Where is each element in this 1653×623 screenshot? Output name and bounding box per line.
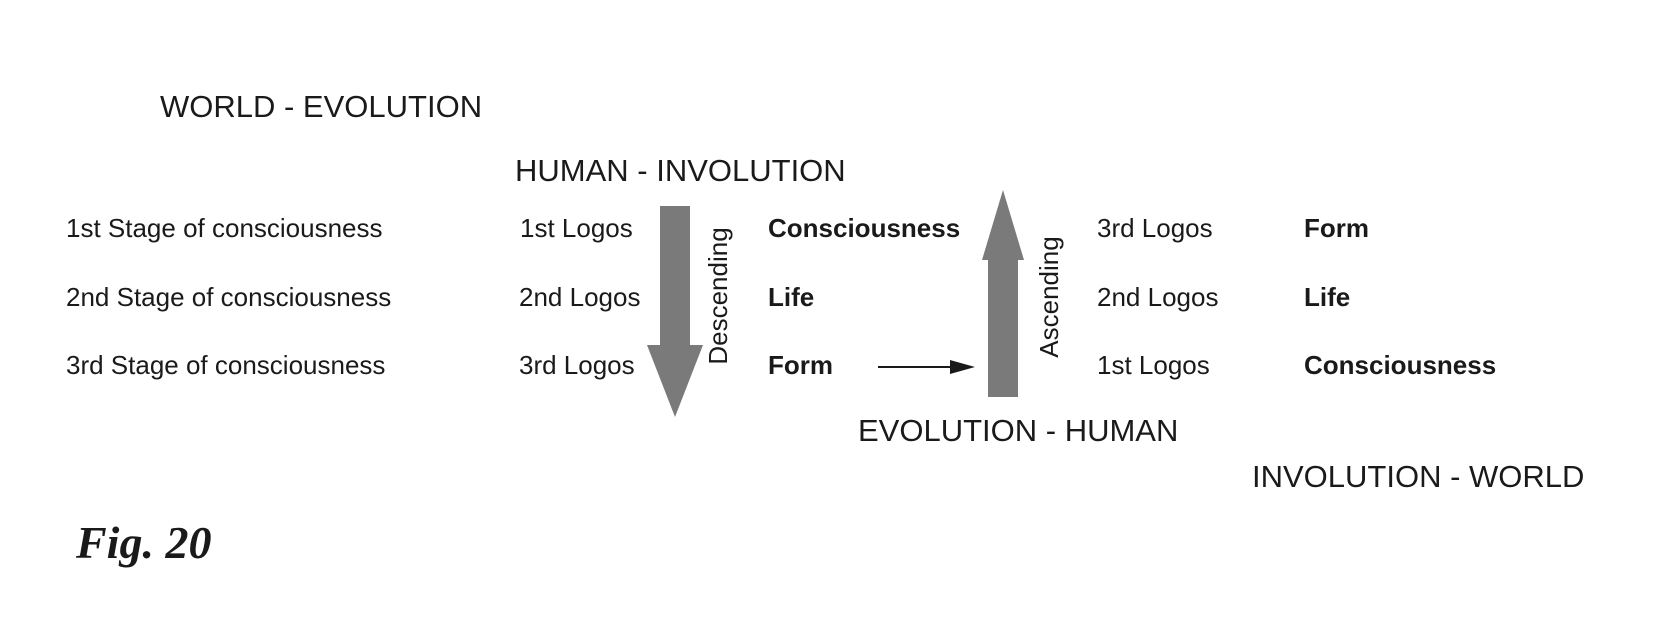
heading-human-involution: HUMAN - INVOLUTION	[515, 153, 846, 188]
descending-aspect: Life	[768, 282, 815, 312]
heading-involution-world: INVOLUTION - WORLD	[1252, 459, 1585, 494]
ascending-aspect: Consciousness	[1304, 350, 1497, 380]
descending-arrow	[647, 206, 703, 417]
ascending-aspect: Form	[1304, 213, 1369, 243]
descending-aspect: Consciousness	[768, 213, 961, 243]
heading-evolution-human: EVOLUTION - HUMAN	[858, 413, 1179, 448]
stage-label: 1st Stage of consciousness	[66, 213, 383, 243]
descending-aspect: Form	[768, 350, 833, 380]
descending-logos-label: 2nd Logos	[519, 282, 641, 312]
connector-arrow	[878, 360, 975, 374]
ascending-logos-label: 1st Logos	[1097, 350, 1210, 380]
ascending-aspect: Life	[1304, 282, 1351, 312]
ascending-arrow	[982, 190, 1024, 397]
ascending-logos-label: 3rd Logos	[1097, 213, 1213, 243]
ascending-label: Ascending	[1034, 236, 1064, 358]
descending-logos-label: 1st Logos	[520, 213, 633, 243]
stage-label: 2nd Stage of consciousness	[66, 282, 392, 312]
heading-world-evolution: WORLD - EVOLUTION	[160, 89, 483, 124]
ascending-logos-label: 2nd Logos	[1097, 282, 1219, 312]
stage-label: 3rd Stage of consciousness	[66, 350, 386, 380]
figure-caption: Fig. 20	[76, 517, 212, 568]
descending-logos-label: 3rd Logos	[519, 350, 635, 380]
descending-label: Descending	[703, 227, 733, 365]
